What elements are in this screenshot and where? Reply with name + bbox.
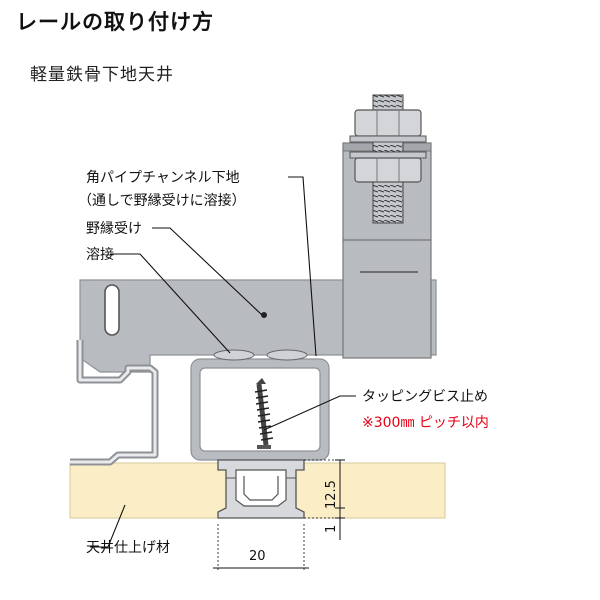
label-ceiling: 天井仕上げ材 <box>86 540 170 556</box>
label-weld: 溶接 <box>86 246 114 263</box>
dimension-height: 12.5 1 <box>304 459 345 540</box>
channel-slot <box>104 284 120 336</box>
leader-weld <box>110 253 231 354</box>
channel-hole <box>261 312 267 318</box>
dim-gap-label: 1 <box>324 525 339 533</box>
label-pipe-note: （通しで野縁受けに溶接） <box>78 192 246 209</box>
page-title: レールの取り付け方 <box>16 10 214 34</box>
leader-pipe <box>288 176 317 357</box>
label-screw: タッピングビス止め <box>362 389 488 405</box>
dimension-width: 20 <box>213 524 309 570</box>
leader-nobuchi <box>152 227 263 316</box>
page-subtitle: 軽量鉄骨下地天井 <box>30 65 174 85</box>
leader-screw <box>263 395 356 431</box>
upper-nut <box>354 109 422 137</box>
tapping-screw <box>254 378 274 449</box>
ceiling-rail <box>217 459 305 519</box>
weld-bead-left <box>213 349 255 361</box>
lower-nut <box>354 157 422 183</box>
leader-ceiling <box>90 504 126 548</box>
weld-bead-right <box>266 349 308 361</box>
label-nobuchi: 野縁受け <box>86 221 142 237</box>
dim-width-label: 20 <box>249 549 266 564</box>
dim-height-label: 12.5 <box>324 480 339 509</box>
label-pipe-channel: 角パイプチャンネル下地 <box>86 170 240 186</box>
label-pitch: ※300㎜ ピッチ以内 <box>362 415 489 431</box>
